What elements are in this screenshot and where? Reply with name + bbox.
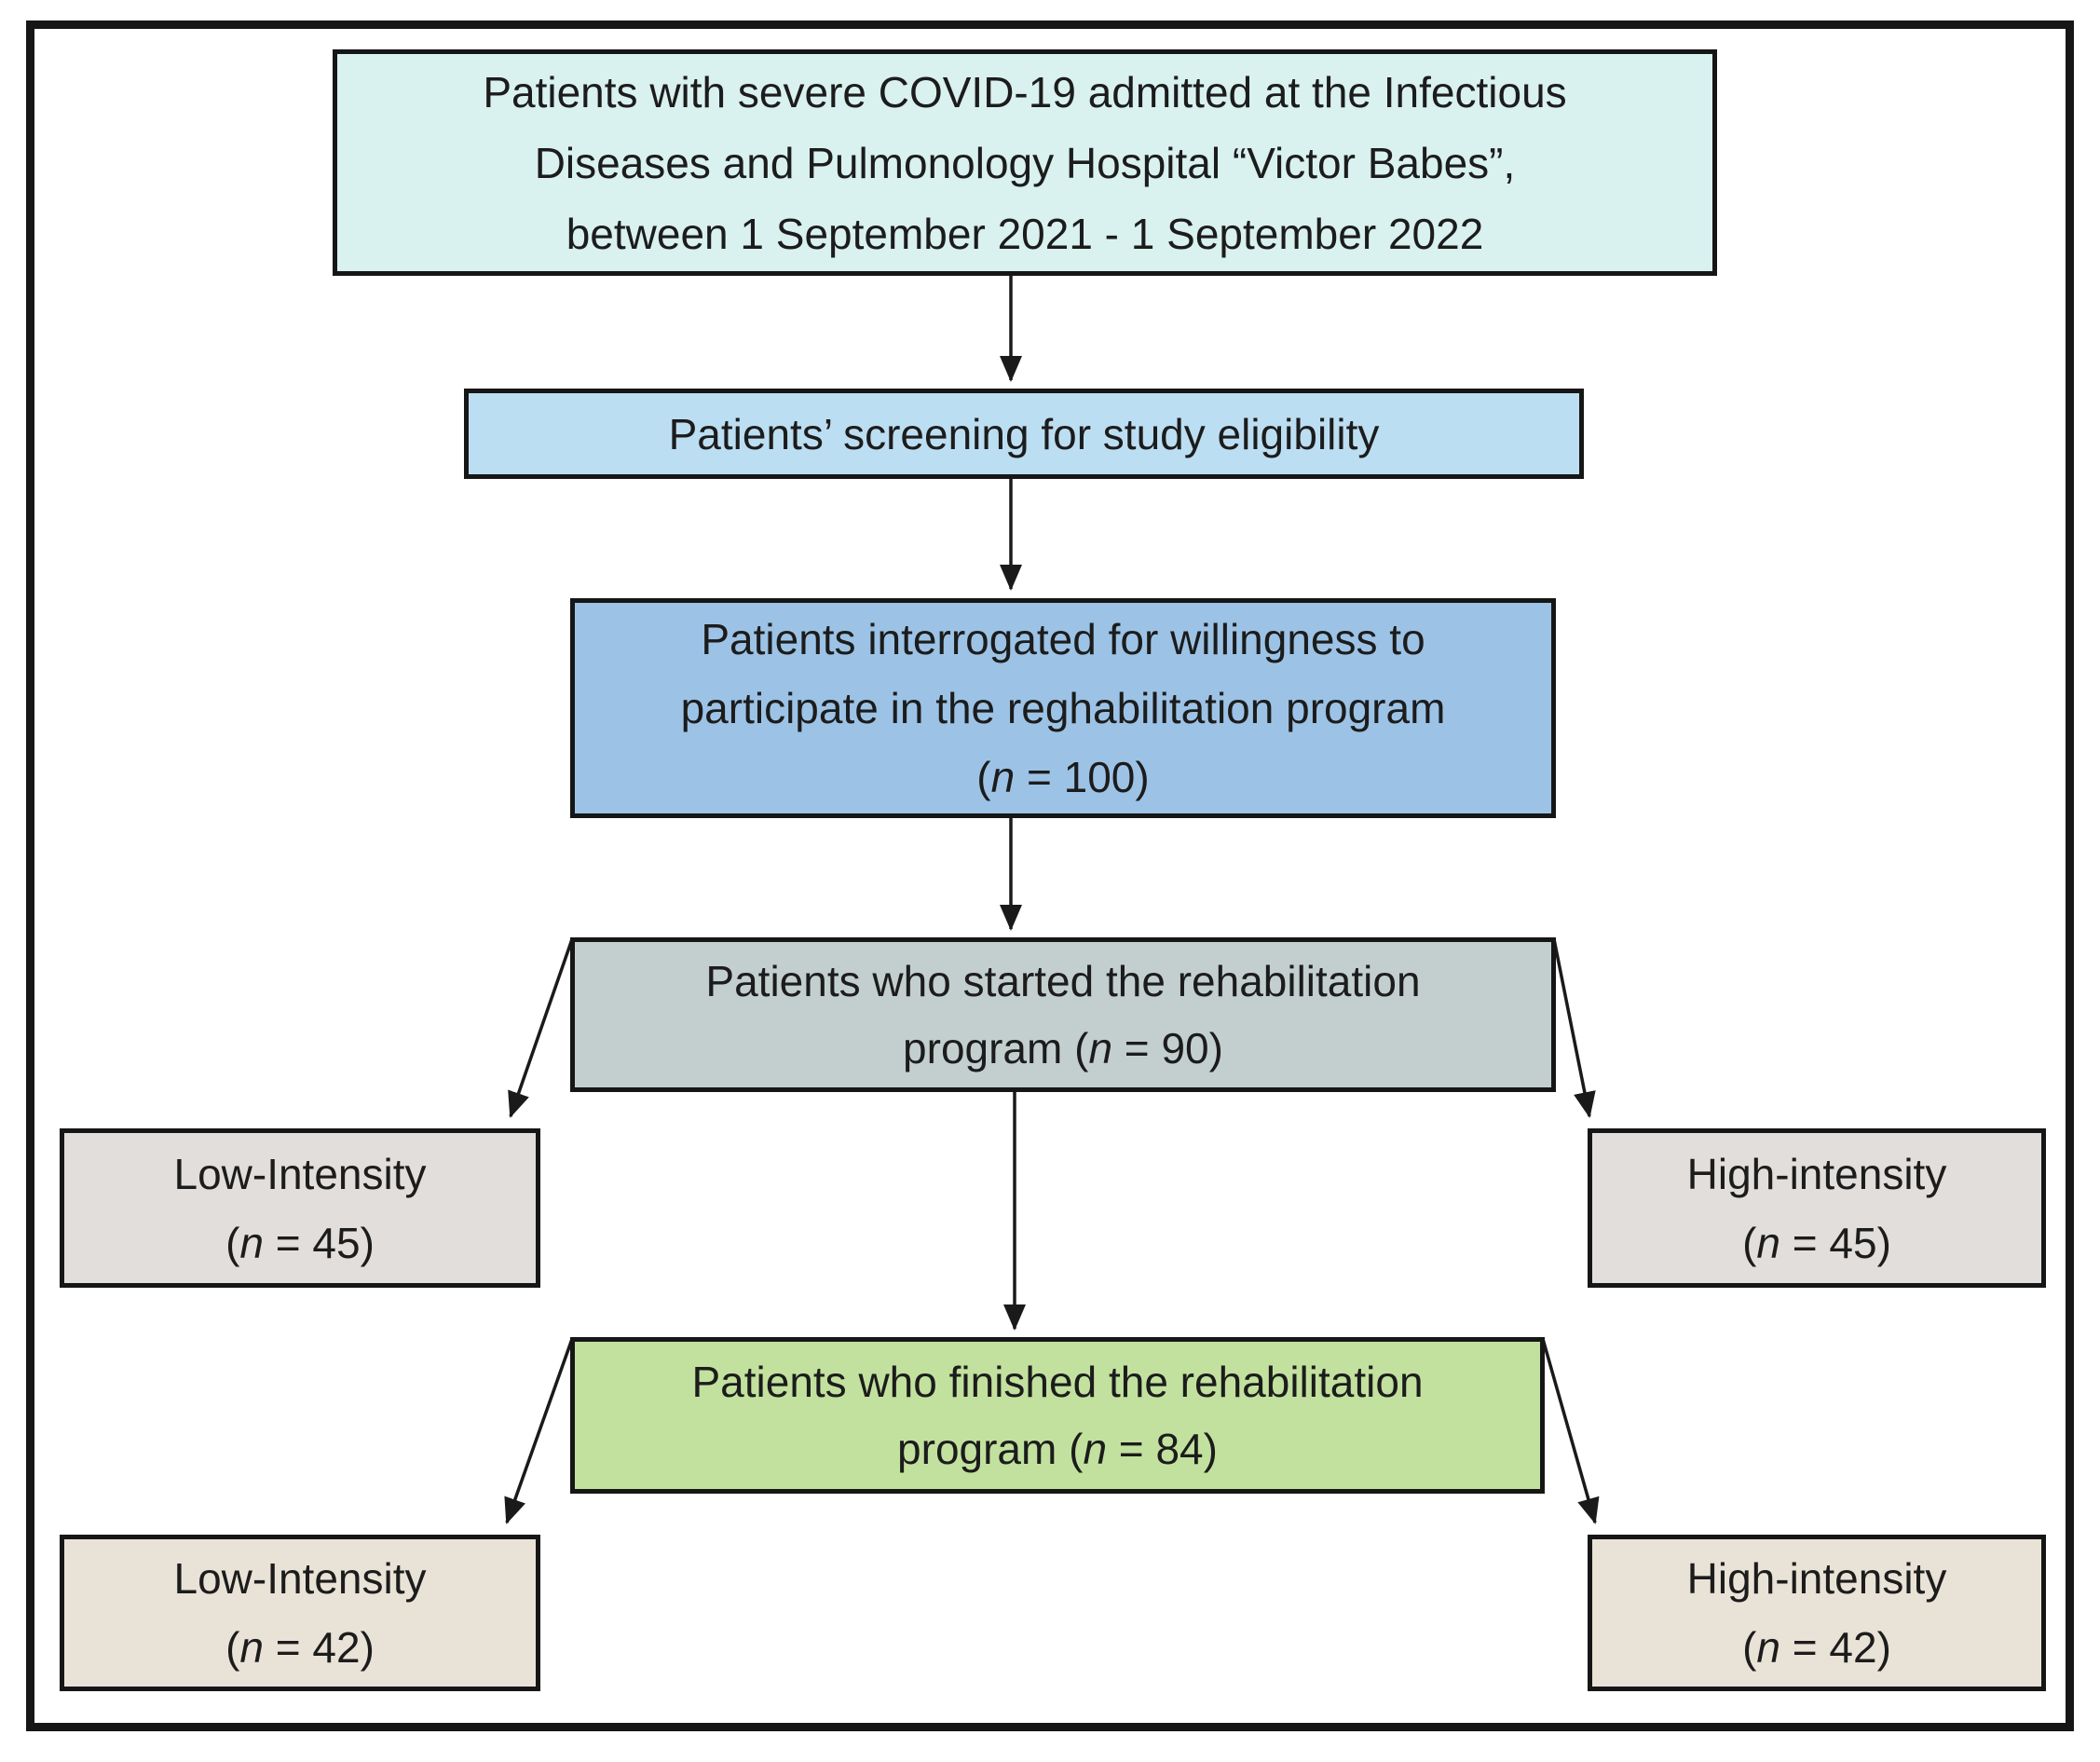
flow-box-admitted-patients: Patients with severe COVID-19 admitted a…	[333, 49, 1717, 276]
flow-box-low-intensity-42: Low-Intensity (n = 42)	[60, 1535, 540, 1691]
box-text-line: Patients interrogated for willingness to	[701, 615, 1425, 663]
box-sample-size: program (n = 84)	[897, 1425, 1218, 1473]
box-text-line: participate in the reghabilitation progr…	[680, 684, 1446, 732]
flow-box-low-intensity-45: Low-Intensity (n = 45)	[60, 1128, 540, 1288]
box-sample-size: program (n = 90)	[903, 1024, 1223, 1072]
box-text-line: Patients who finished the rehabilitation	[691, 1358, 1424, 1406]
box-sample-size: (n = 42)	[1742, 1623, 1891, 1672]
box-text-line: between 1 September 2021 - 1 September 2…	[566, 209, 1484, 258]
flow-box-finished-program: Patients who finished the rehabilitation…	[570, 1337, 1545, 1494]
box-text-line: High-intensity	[1686, 1554, 1947, 1603]
flow-box-started-program: Patients who started the rehabilitation …	[570, 937, 1556, 1092]
box-text-line: Patients’ screening for study eligibilit…	[668, 409, 1380, 458]
flow-box-screening: Patients’ screening for study eligibilit…	[464, 389, 1584, 479]
box-sample-size: (n = 100)	[976, 753, 1150, 801]
flow-box-high-intensity-42: High-intensity (n = 42)	[1588, 1535, 2046, 1691]
box-text-line: Low-Intensity	[173, 1554, 427, 1603]
box-sample-size: (n = 45)	[225, 1218, 375, 1267]
box-text-line: Diseases and Pulmonology Hospital “Victo…	[534, 138, 1516, 187]
flow-box-high-intensity-45: High-intensity (n = 45)	[1588, 1128, 2046, 1288]
box-text-line: Patients who started the rehabilitation	[705, 957, 1421, 1005]
box-text-line: High-intensity	[1686, 1149, 1947, 1198]
flow-box-interrogated: Patients interrogated for willingness to…	[570, 598, 1556, 818]
outer-border	[26, 20, 2074, 1731]
box-sample-size: (n = 42)	[225, 1623, 375, 1672]
box-text-line: Low-Intensity	[173, 1149, 427, 1198]
box-sample-size: (n = 45)	[1742, 1218, 1891, 1267]
box-text-line: Patients with severe COVID-19 admitted a…	[483, 67, 1567, 116]
